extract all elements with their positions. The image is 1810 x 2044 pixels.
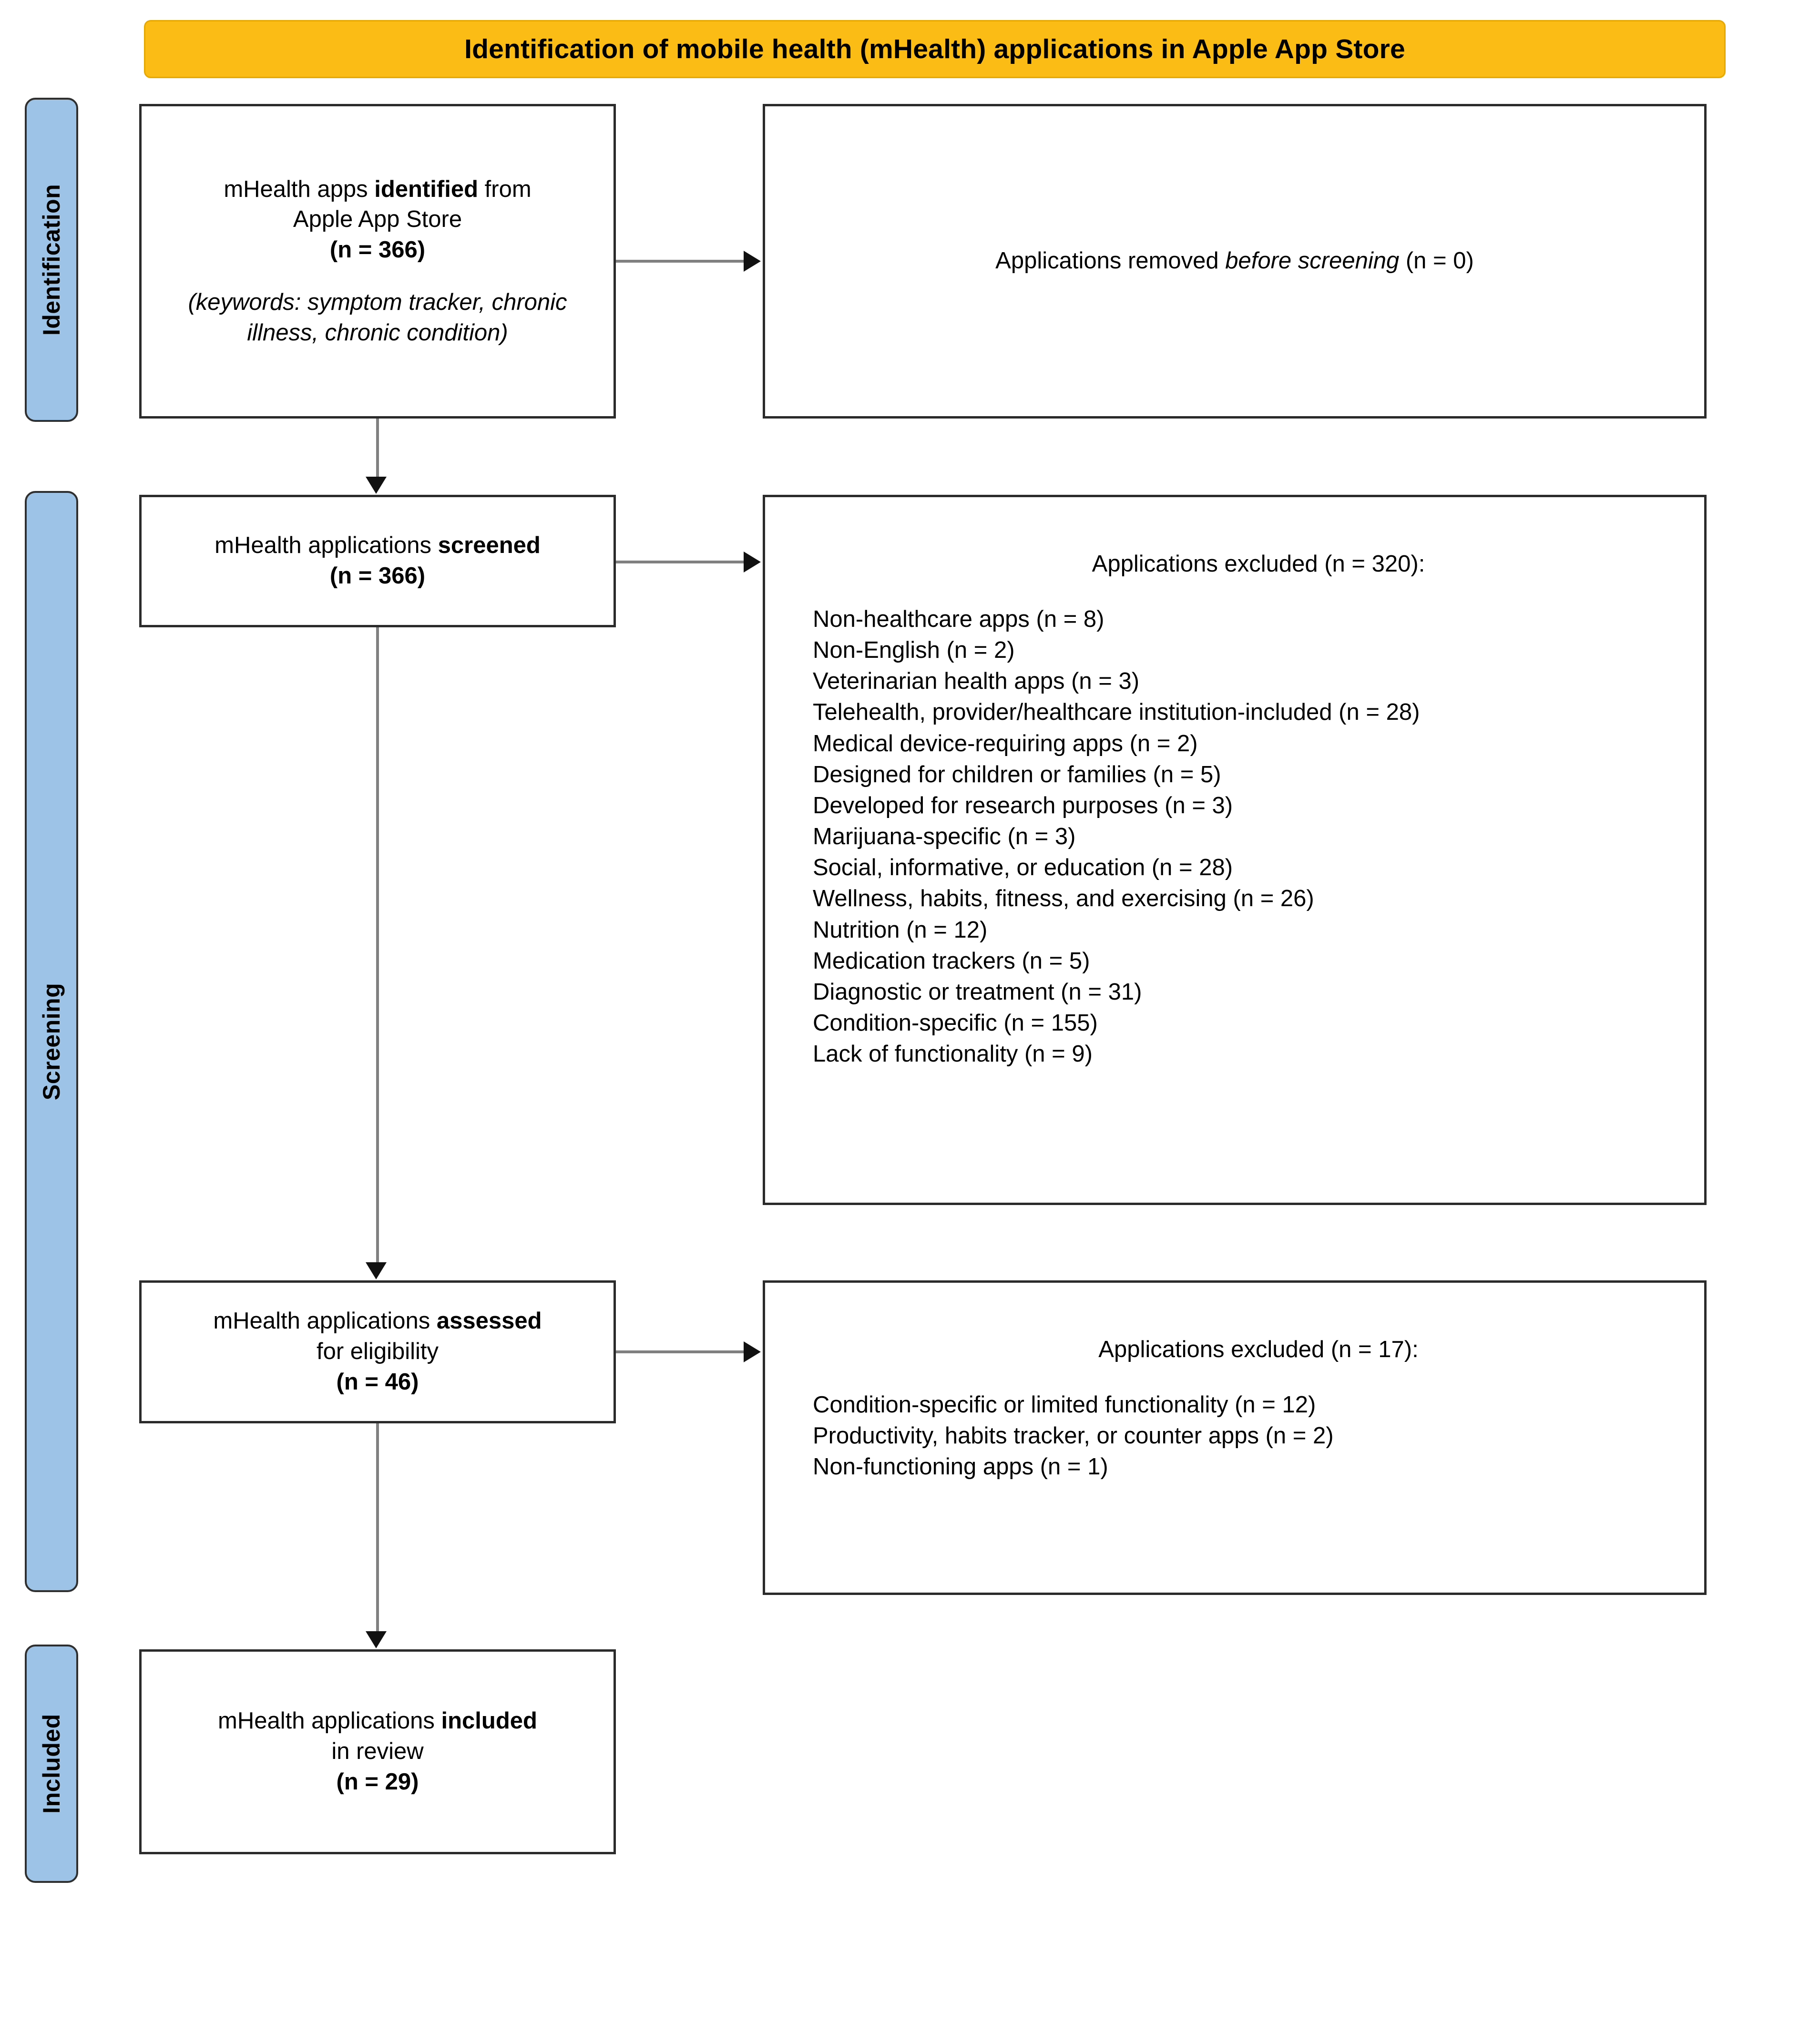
assessed-line1-bold: assessed [436,1308,542,1334]
list-item: Non-functioning apps (n = 1) [813,1454,1108,1480]
list-item: Condition-specific or limited functional… [813,1392,1316,1418]
box-apps-included: mHealth applications included in review … [139,1649,616,1854]
excluded-screening-heading: Applications excluded (n = 320): [1092,551,1425,577]
screened-line1-bold: screened [438,532,541,559]
stage-label-identification-text: Identification [38,184,65,336]
box-apps-included-line1: mHealth applications included [218,1706,537,1737]
box-apps-identified-count: (n = 366) [329,237,426,263]
connector-assessed-to-excluded [616,1350,746,1353]
list-item: Designed for children or families (n = 5… [813,761,1221,787]
screened-line1-pre: mHealth applications [215,532,438,559]
connector-identified-to-removed [616,260,746,263]
list-item: Medication trackers (n = 5) [813,948,1090,974]
box-apps-identified-line1: mHealth apps identified from [224,174,531,205]
connector-screened-to-excluded [616,561,746,563]
box-apps-excluded-screening: Applications excluded (n = 320): Non-hea… [763,495,1707,1205]
arrow-down-icon [366,1262,387,1279]
list-item: Veterinarian health apps (n = 3) [813,668,1140,695]
stage-label-included-text: Included [38,1714,65,1814]
diagram-title-banner: Identification of mobile health (mHealth… [144,20,1726,78]
list-item: Wellness, habits, fitness, and exercisin… [813,886,1314,912]
stage-label-identification: Identification [25,98,78,422]
box-apps-removed-before-screening: Applications removed before screening (n… [763,104,1707,419]
arrow-right-icon [744,552,761,572]
identified-line1-post: from [478,176,532,202]
list-item: Diagnostic or treatment (n = 31) [813,979,1142,1005]
arrow-down-icon [366,1631,387,1648]
box-apps-included-line2: in review [331,1738,424,1765]
box-apps-screened-count: (n = 366) [329,563,426,589]
box-apps-identified-keywords-line2: illness, chronic condition) [247,319,508,346]
list-item: Developed for research purposes (n = 3) [813,792,1233,818]
stage-label-screening-text: Screening [38,982,65,1101]
box-apps-identified: mHealth apps identified from Apple App S… [139,104,616,419]
box-apps-screened: mHealth applications screened (n = 366) [139,495,616,627]
list-item: Lack of functionality (n = 9) [813,1041,1093,1067]
list-item: Medical device-requiring apps (n = 2) [813,730,1198,756]
included-line1-bold: included [441,1708,537,1734]
box-apps-included-count: (n = 29) [336,1768,419,1795]
list-item: Telehealth, provider/healthcare institut… [813,699,1420,726]
removed-pre: Applications removed [995,248,1226,274]
box-apps-assessed-line1: mHealth applications assessed [213,1306,542,1337]
excluded-eligibility-heading: Applications excluded (n = 17): [1098,1337,1419,1362]
box-apps-removed-text: Applications removed before screening (n… [995,246,1474,276]
connector-assessed-to-included [376,1423,379,1634]
excluded-screening-list: Non-healthcare apps (n = 8) Non-English … [813,604,1420,1070]
list-item: Nutrition (n = 12) [813,917,988,943]
box-apps-identified-keywords-line1: (keywords: symptom tracker, chronic [188,289,567,315]
arrow-right-icon [744,1341,761,1362]
arrow-right-icon [744,251,761,272]
removed-post: (n = 0) [1399,248,1474,274]
list-item: Non-healthcare apps (n = 8) [813,606,1104,632]
connector-identified-to-screened [376,419,379,480]
diagram-title-text: Identification of mobile health (mHealth… [464,34,1405,64]
box-apps-screened-line1: mHealth applications screened [215,531,541,561]
box-apps-assessed-count: (n = 46) [336,1369,419,1395]
box-apps-assessed-line2: for eligibility [317,1339,439,1365]
list-item: Non-English (n = 2) [813,637,1015,664]
list-item: Productivity, habits tracker, or counter… [813,1423,1334,1449]
connector-screened-to-assessed [376,627,379,1265]
included-line1-pre: mHealth applications [218,1708,441,1734]
identified-line1-bold: identified [374,176,479,202]
stage-label-screening: Screening [25,491,78,1592]
box-apps-excluded-eligibility: Applications excluded (n = 17): Conditio… [763,1280,1707,1595]
box-apps-assessed-eligibility: mHealth applications assessed for eligib… [139,1280,616,1423]
identified-line1-pre: mHealth apps [224,176,375,202]
list-item: Social, informative, or education (n = 2… [813,855,1233,881]
list-item: Condition-specific (n = 155) [813,1010,1098,1036]
excluded-eligibility-list: Condition-specific or limited functional… [813,1390,1334,1482]
list-item: Marijuana-specific (n = 3) [813,824,1076,850]
removed-italic: before screening [1225,248,1400,274]
stage-label-included: Included [25,1645,78,1883]
arrow-down-icon [366,477,387,494]
assessed-line1-pre: mHealth applications [213,1308,437,1334]
box-apps-identified-line2: Apple App Store [293,206,462,233]
